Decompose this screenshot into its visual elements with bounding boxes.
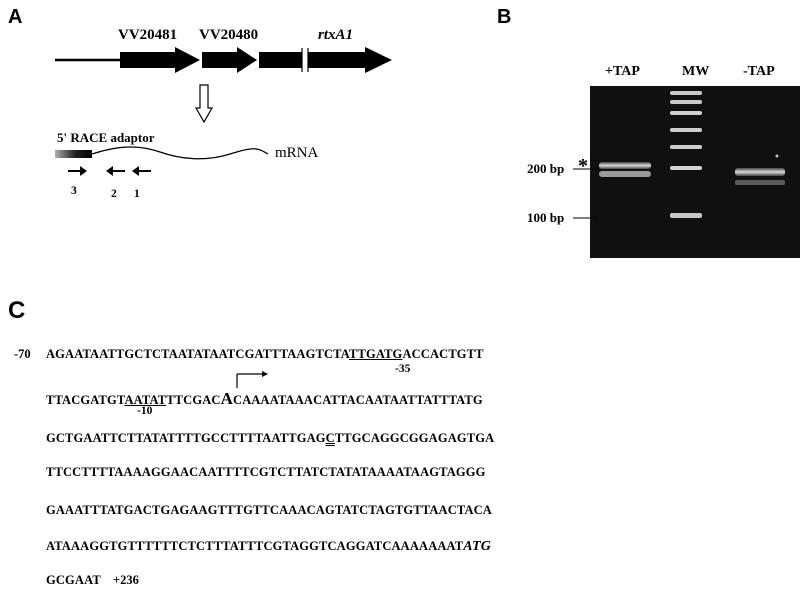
plus-tap-band-upper	[599, 162, 651, 169]
lane-label-minus-tap: -TAP	[743, 64, 775, 79]
ladder-band	[670, 166, 702, 170]
alternate-start-site: C	[325, 431, 335, 445]
panel-b-letter: B	[497, 6, 512, 28]
lane-label-plus-tap: +TAP	[605, 64, 640, 79]
primer-arrow-3	[68, 166, 87, 176]
size-marker-ticks	[573, 168, 598, 219]
sequence-line-5: GAAATTTATGACTGAGAAGTTTGTTCAAACAGTATCTAGT…	[46, 503, 492, 517]
gene-arrow-vv20481	[120, 47, 200, 73]
ladder-band	[670, 100, 702, 104]
panel-a-diagram	[55, 47, 392, 176]
rtxa1-break	[302, 48, 308, 72]
sequence-start-position: -70	[14, 347, 31, 361]
minus35-label: -35	[395, 363, 411, 375]
lane-label-mw: MW	[682, 64, 710, 79]
minus-tap-band-lower	[735, 180, 785, 185]
ladder-band	[670, 213, 702, 218]
minus10-box: AATAT	[124, 393, 167, 407]
primer-arrow-2	[106, 166, 125, 176]
panel-c-letter: C	[8, 297, 26, 324]
primer-label-3: 3	[71, 185, 77, 197]
asterisk-marker: *	[578, 155, 588, 177]
size-marker-200bp: 200 bp	[527, 161, 565, 176]
sequence-line-7: GCGAAT	[46, 573, 101, 587]
size-marker-100bp: 100 bp	[527, 210, 565, 225]
gene-label-vv20481: VV20481	[118, 27, 178, 43]
sequence-line-2: TTACGATGTAATATTTCGACACAAAATAAACATTACAATA…	[46, 389, 483, 408]
mrna-label: mRNA	[275, 145, 319, 161]
sequence-end-position: +236	[113, 573, 139, 587]
minus-tap-band-upper	[735, 168, 785, 176]
sequence-line-1: AGAATAATTGCTCTAATATAATCGATTTAAGTCTATTGAT…	[46, 347, 484, 361]
minus35-box: TTGATG	[348, 347, 403, 361]
race-adaptor-bar	[55, 150, 92, 158]
sequence-line-6: ATAAAGGTGTTTTTTCTCTTTATTTCGTAGGTCAGGATCA…	[46, 539, 491, 554]
gene-label-rtxa1: rtxA1	[318, 27, 354, 43]
primer-arrow-1	[132, 166, 151, 176]
mrna-wave	[91, 146, 269, 160]
down-arrow-icon	[194, 84, 214, 124]
gene-arrow-vv20480	[202, 47, 257, 73]
tss-arrow-icon	[236, 371, 268, 388]
ladder-band	[670, 91, 702, 95]
ladder-band	[670, 128, 702, 132]
primer-label-2: 2	[111, 188, 117, 200]
gene-arrow-rtxa1	[259, 47, 392, 73]
plus-tap-band-lower	[599, 171, 651, 177]
sequence-line-3: GCTGAATTCTTATATTTTGCCTTTTAATTGAGCTTGCAGG…	[46, 431, 495, 445]
sequence-line-4: TTCCTTTTAAAAGGAACAATTTTCGTCTTATCTATATAAA…	[46, 465, 486, 479]
ladder-band	[670, 111, 702, 115]
gel-image	[590, 86, 800, 258]
ladder-band	[670, 145, 702, 149]
minus10-label: -10	[137, 405, 153, 417]
primer-label-1: 1	[134, 188, 140, 200]
panel-a-letter: A	[8, 6, 23, 28]
race-adaptor-label: 5' RACE adaptor	[57, 130, 155, 145]
gene-label-vv20480: VV20480	[199, 27, 259, 43]
start-codon: ATG	[463, 539, 491, 554]
transcription-start-site: A	[220, 389, 234, 408]
